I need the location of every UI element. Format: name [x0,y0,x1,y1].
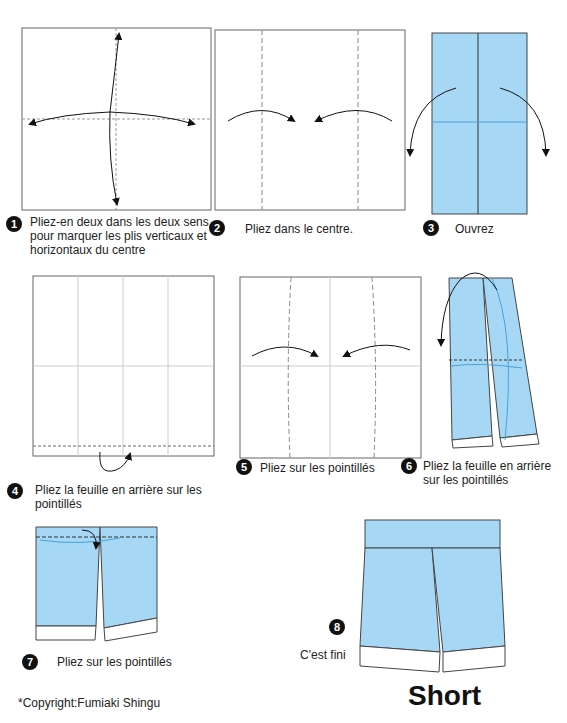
step-number: 3 [423,220,439,236]
step-number: 4 [7,483,23,499]
step-instruction: Pliez sur les pointillés [260,461,420,475]
step-instruction: Pliez la feuille en arrière sur les poin… [423,459,563,487]
step-instruction: Pliez dans le centre. [245,222,405,236]
step-number: 7 [22,654,38,670]
step-number: 5 [236,459,252,475]
step-instruction: *Copyright:Fumiaki Shingu [18,696,238,710]
step-instruction: Pliez sur les pointillés [57,655,217,669]
step-number: 1 [6,216,22,232]
step-instruction: Pliez-en deux dans les deux sens pour ma… [30,215,210,257]
title: Short [408,680,481,712]
step-instruction: Ouvrez [455,222,545,236]
step-number: 6 [401,458,417,474]
step-number: 8 [329,619,345,635]
step-instruction: Pliez la feuille en arrière sur les poin… [35,483,225,511]
step-number: 2 [209,220,225,236]
step-instruction: C'est fini [300,648,390,662]
